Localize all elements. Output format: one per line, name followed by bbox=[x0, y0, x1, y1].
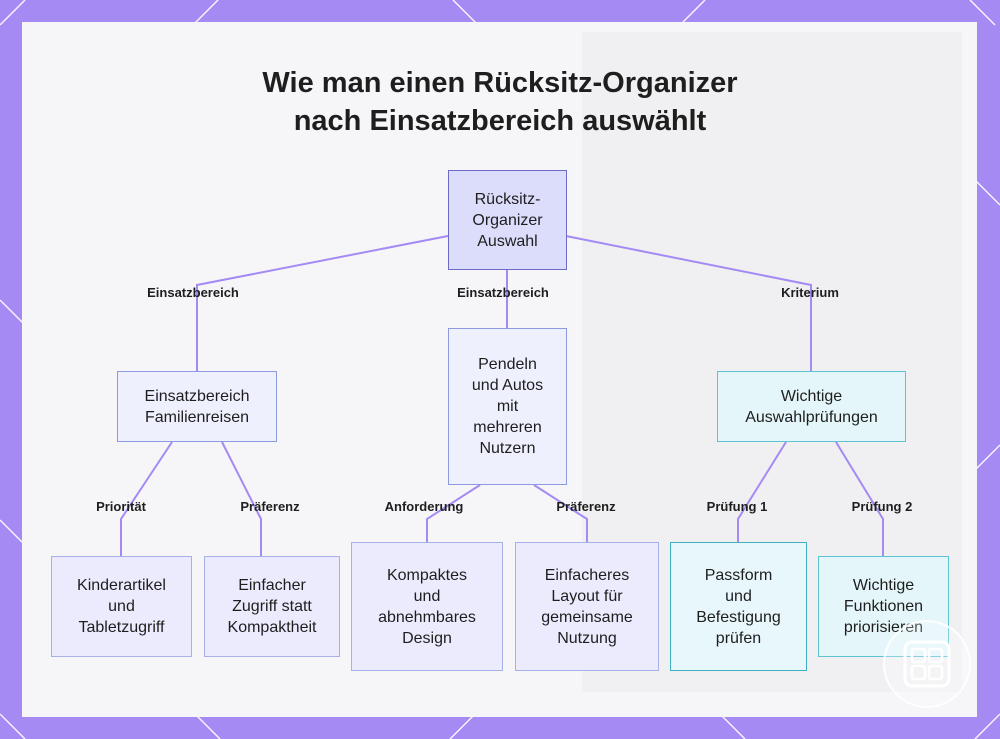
node-root-line-2: Organizer bbox=[472, 211, 543, 229]
edge-root-family bbox=[196, 235, 449, 371]
node-commute-line-2: und Autos bbox=[471, 377, 544, 394]
diagram-title: Wie man einen Rücksitz-Organizer nach Ei… bbox=[0, 64, 1000, 140]
node-commute-line-4: mehreren bbox=[473, 419, 542, 436]
node-features-line-2: Funktionen bbox=[843, 598, 924, 615]
node-compact-line-3: abnehmbares bbox=[378, 608, 476, 626]
node-layout-line-3: gemeinsame bbox=[541, 608, 633, 626]
node-layout-line-4: Nutzung bbox=[557, 629, 617, 647]
edge-family-access bbox=[221, 441, 262, 556]
node-commute: Pendeln und Autos mit mehreren Nutzern bbox=[448, 328, 567, 485]
node-access-line-1: Einfacher bbox=[238, 577, 306, 594]
node-family-line-2: Familienreisen bbox=[144, 408, 250, 426]
node-layout: Einfacheres Layout für gemeinsame Nutzun… bbox=[515, 542, 659, 671]
edge-family-kids bbox=[120, 441, 173, 556]
node-checks-line-1: Wichtige bbox=[780, 387, 843, 405]
organizer-grid-icon bbox=[883, 620, 971, 708]
node-access-line-2: Zugriff statt bbox=[232, 598, 312, 615]
edge-label-root-commute: Einsatzbereich bbox=[457, 285, 549, 300]
title-line-1: Wie man einen Rücksitz-Organizer bbox=[262, 67, 738, 99]
node-root-line-1: Rücksitz- bbox=[474, 190, 541, 208]
node-features-line-1: Wichtige bbox=[852, 577, 915, 594]
edge-commute-compact bbox=[426, 484, 481, 542]
edge-label-commute-compact: Anforderung bbox=[384, 499, 464, 514]
node-family-line-1: Einsatzbereich bbox=[144, 387, 250, 405]
edge-label-checks-fit: Prüfung 1 bbox=[706, 499, 768, 514]
node-checks-line-2: Auswahlprüfungen bbox=[745, 408, 878, 426]
node-access-line-3: Kompaktheit bbox=[227, 619, 317, 636]
node-kids-line-1: Kinderartikel bbox=[77, 577, 166, 594]
node-compact-line-1: Kompaktes bbox=[386, 566, 468, 584]
edge-label-family-access: Präferenz bbox=[240, 499, 300, 514]
node-fit-line-2: und bbox=[725, 587, 752, 605]
node-kids-line-2: und bbox=[108, 598, 135, 615]
node-family: Einsatzbereich Familienreisen bbox=[117, 371, 277, 442]
node-fit-line-4: prüfen bbox=[715, 629, 762, 647]
node-compact: Kompaktes und abnehmbares Design bbox=[351, 542, 503, 671]
edge-commute-layout bbox=[533, 484, 588, 542]
edge-label-root-checks: Kriterium bbox=[781, 285, 839, 300]
node-root-line-3: Auswahl bbox=[477, 232, 538, 250]
edge-checks-features bbox=[835, 441, 884, 556]
node-fit-line-3: Befestigung bbox=[696, 608, 781, 626]
edge-label-family-kids: Priorität bbox=[96, 499, 146, 514]
title-line-2: nach Einsatzbereich auswählt bbox=[293, 105, 707, 137]
edge-checks-fit bbox=[737, 441, 787, 542]
node-root: Rücksitz- Organizer Auswahl bbox=[448, 170, 567, 270]
edge-label-checks-features: Prüfung 2 bbox=[851, 499, 913, 514]
node-commute-line-5: Nutzern bbox=[479, 440, 536, 457]
node-layout-line-1: Einfacheres bbox=[544, 566, 630, 584]
node-fit-line-1: Passform bbox=[704, 566, 773, 584]
edge-label-root-family: Einsatzbereich bbox=[147, 285, 239, 300]
edge-label-commute-layout: Präferenz bbox=[556, 499, 616, 514]
node-layout-line-2: Layout für bbox=[551, 587, 623, 605]
node-checks: Wichtige Auswahlprüfungen bbox=[717, 371, 906, 442]
node-commute-line-1: Pendeln bbox=[478, 356, 537, 373]
node-kids: Kinderartikel und Tabletzugriff bbox=[51, 556, 192, 657]
node-kids-line-3: Tabletzugriff bbox=[78, 619, 165, 636]
edge-root-checks bbox=[565, 235, 812, 371]
node-compact-line-4: Design bbox=[402, 629, 452, 647]
node-access: Einfacher Zugriff statt Kompaktheit bbox=[204, 556, 340, 657]
node-fit: Passform und Befestigung prüfen bbox=[670, 542, 807, 671]
node-compact-line-2: und bbox=[413, 587, 441, 605]
node-commute-line-3: mit bbox=[496, 398, 519, 415]
